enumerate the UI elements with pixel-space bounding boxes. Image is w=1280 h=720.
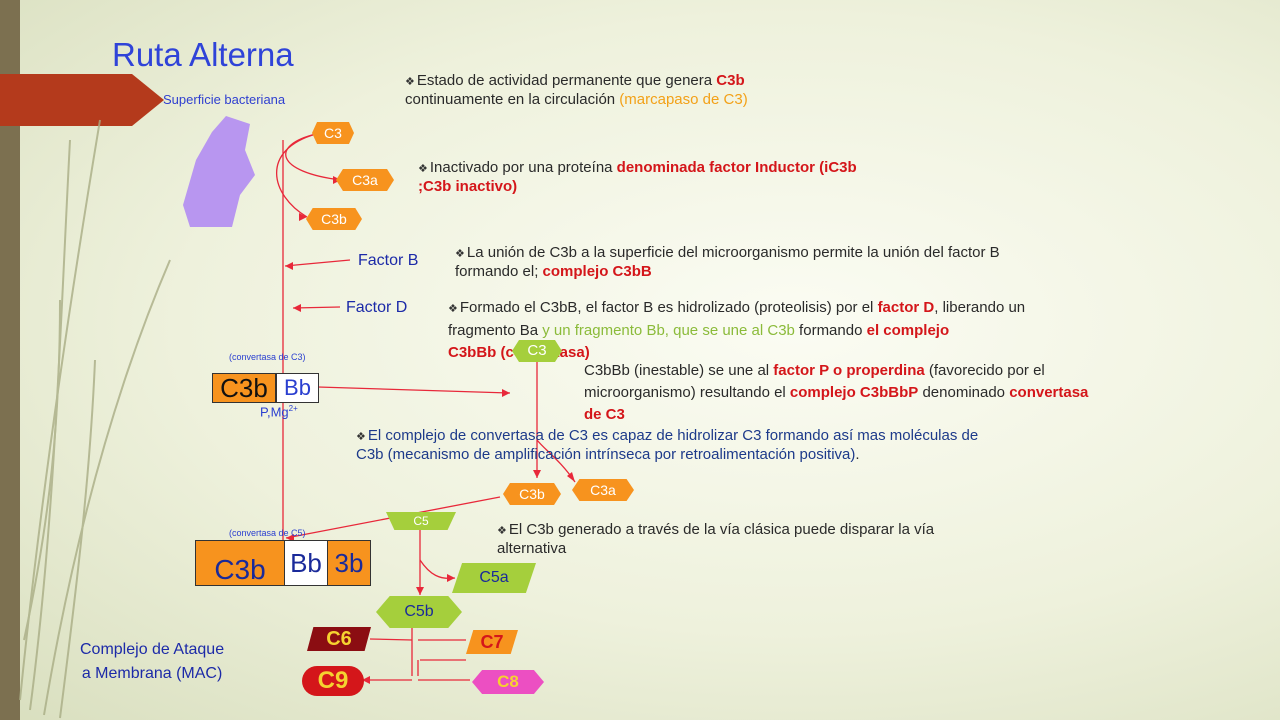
pill-c8: C8 [472,670,544,694]
bullet-icon: ❖ [497,525,507,537]
convertase-c3-bb: Bb [276,373,319,403]
paragraph-7: ❖El C3b generado a través de la vía clás… [497,521,935,557]
pill-c3-top: C3 [312,122,354,144]
paragraph-2: ❖Inactivado por una proteína denominada … [418,159,857,195]
title-banner-arrow [0,74,164,126]
mac-label-line2: a Membrana (MAC) [81,665,223,682]
mac-label: Complejo de Ataque a Membrana (MAC) [80,638,224,686]
pill-c6: C6 [307,627,371,651]
convertase-c5-bb: Bb [284,540,328,586]
convertase-c3-c3b: C3b [212,373,276,403]
convertase-c5-caption: (convertasa de C5) [229,528,306,538]
factor-b-label: Factor B [358,252,419,269]
bullet-icon: ❖ [405,76,415,88]
bullet-icon: ❖ [356,431,366,443]
pill-c7: C7 [466,630,518,654]
paragraph-4: ❖Formado el C3bB, el factor B es hidroli… [448,299,1026,361]
slide-title: Ruta Alterna [112,36,294,73]
bullet-icon: ❖ [455,248,465,260]
pill-c5a: C5a [452,563,536,593]
left-accent-bar [0,0,20,720]
convertase-c3-caption: (convertasa de C3) [229,352,306,362]
paragraph-6: ❖El complejo de convertasa de C3 es capa… [356,427,979,463]
pill-c3b-top: C3b [306,208,362,230]
cofactor-label: P,Mg2+ [260,404,298,420]
connector-lines [276,133,576,681]
pill-c3a-mid: C3a [572,479,634,501]
pill-c5b: C5b [376,596,462,628]
factor-d-label: Factor D [346,299,408,316]
pill-c3-mid: C3 [512,340,562,362]
bullet-icon: ❖ [448,303,458,315]
paragraph-1: ❖Estado de actividad permanente que gene… [405,72,748,108]
convertase-c5-3b: 3b [327,540,371,586]
convertase-c5-c3b: C3b [195,540,285,586]
mac-label-line1: Complejo de Ataque [80,641,225,658]
paragraph-3: ❖La unión de C3b a la superficie del mic… [455,244,1000,280]
paragraph-5: C3bBb (inestable) se une al factor P o p… [584,362,1089,423]
bacterium-shape [183,116,255,227]
pill-c3a-top: C3a [336,169,394,191]
pill-c5: C5 [386,512,456,530]
pill-c9: C9 [302,666,364,696]
bullet-icon: ❖ [418,163,428,175]
surface-label: Superficie bacteriana [163,92,286,107]
grass-decoration [19,119,171,719]
pill-c3b-mid: C3b [503,483,561,505]
